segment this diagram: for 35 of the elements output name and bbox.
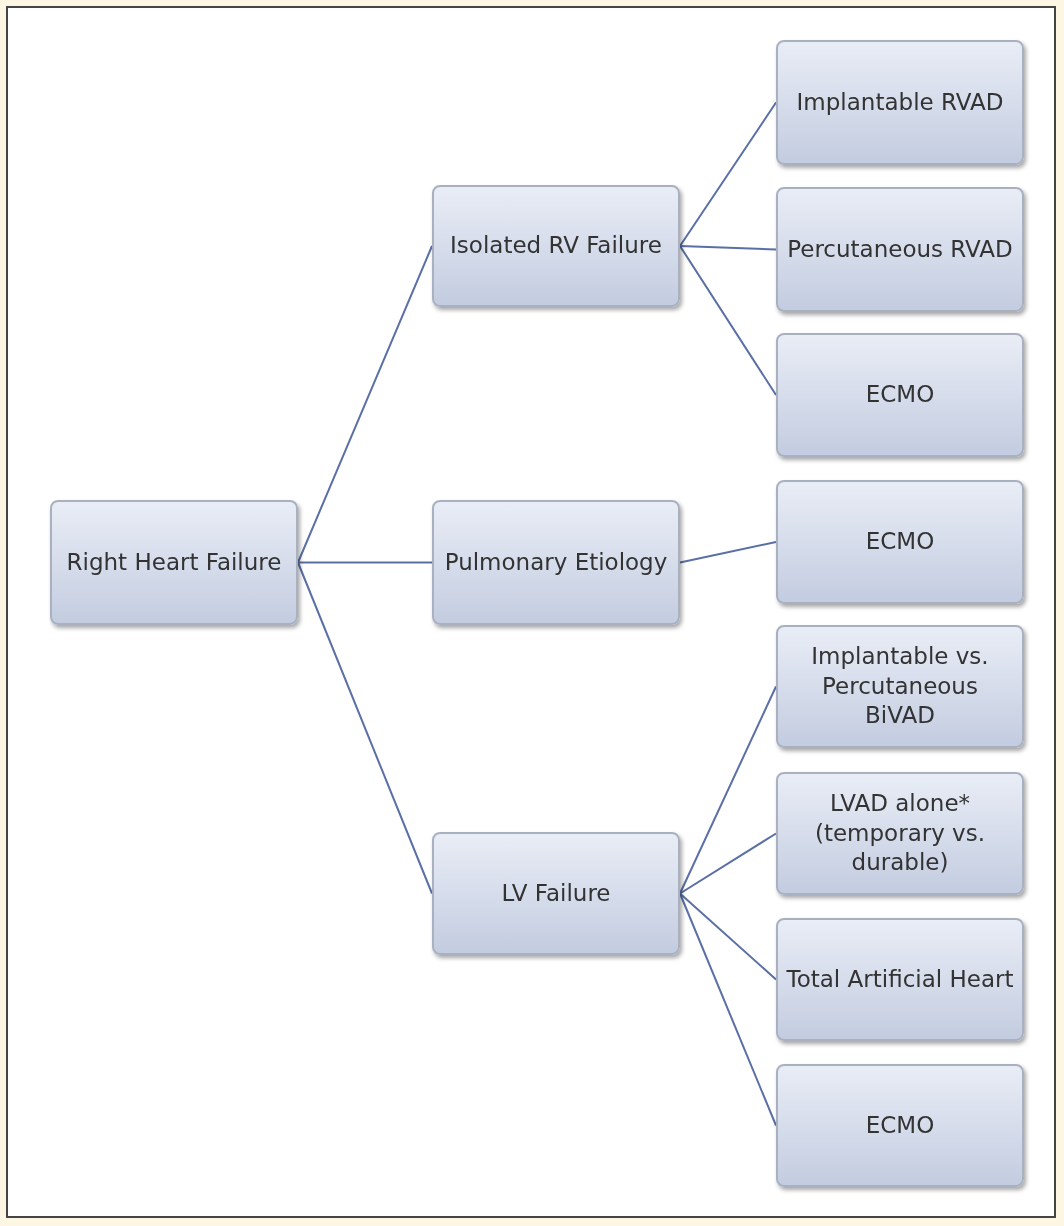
node-label: ECMO: [865, 380, 935, 410]
process-box: [776, 333, 1024, 457]
node-label: LVAD alone* (temporary vs. durable): [813, 788, 987, 878]
connector-line: [679, 832, 777, 895]
connector-line: [297, 561, 433, 895]
process-box: [776, 480, 1024, 604]
connector-line: [297, 245, 433, 564]
node-label: Implantable RVAD: [796, 87, 1004, 117]
node-label: Total Artificial Heart: [786, 964, 1014, 994]
node-label: Percutaneous RVAD: [787, 234, 1013, 264]
connector-line: [679, 101, 777, 247]
connector-line: [679, 245, 777, 251]
connector-line: [679, 892, 777, 981]
node-label: Right Heart Failure: [66, 547, 282, 577]
node-label: Implantable vs. Percutaneous BiVAD: [810, 641, 990, 731]
process-box: [432, 832, 680, 955]
connector-line: [297, 561, 433, 564]
process-box: [776, 1064, 1024, 1187]
node-label: Pulmonary Etiology: [444, 547, 668, 577]
process-box: [776, 918, 1024, 1041]
connector-line: [679, 541, 777, 564]
node-label: LV Failure: [501, 878, 611, 908]
process-box: [776, 40, 1024, 165]
node-label: ECMO: [865, 1110, 935, 1140]
process-box: [432, 500, 680, 625]
process-box: [776, 772, 1024, 895]
process-box: [776, 625, 1024, 748]
connector-line: [679, 892, 777, 1127]
connector-line: [679, 685, 777, 895]
process-box: [776, 187, 1024, 312]
node-label: ECMO: [865, 527, 935, 557]
process-box: [50, 500, 298, 625]
node-label: Isolated RV Failure: [450, 231, 662, 261]
connector-line: [679, 245, 777, 396]
process-box: [432, 185, 680, 307]
